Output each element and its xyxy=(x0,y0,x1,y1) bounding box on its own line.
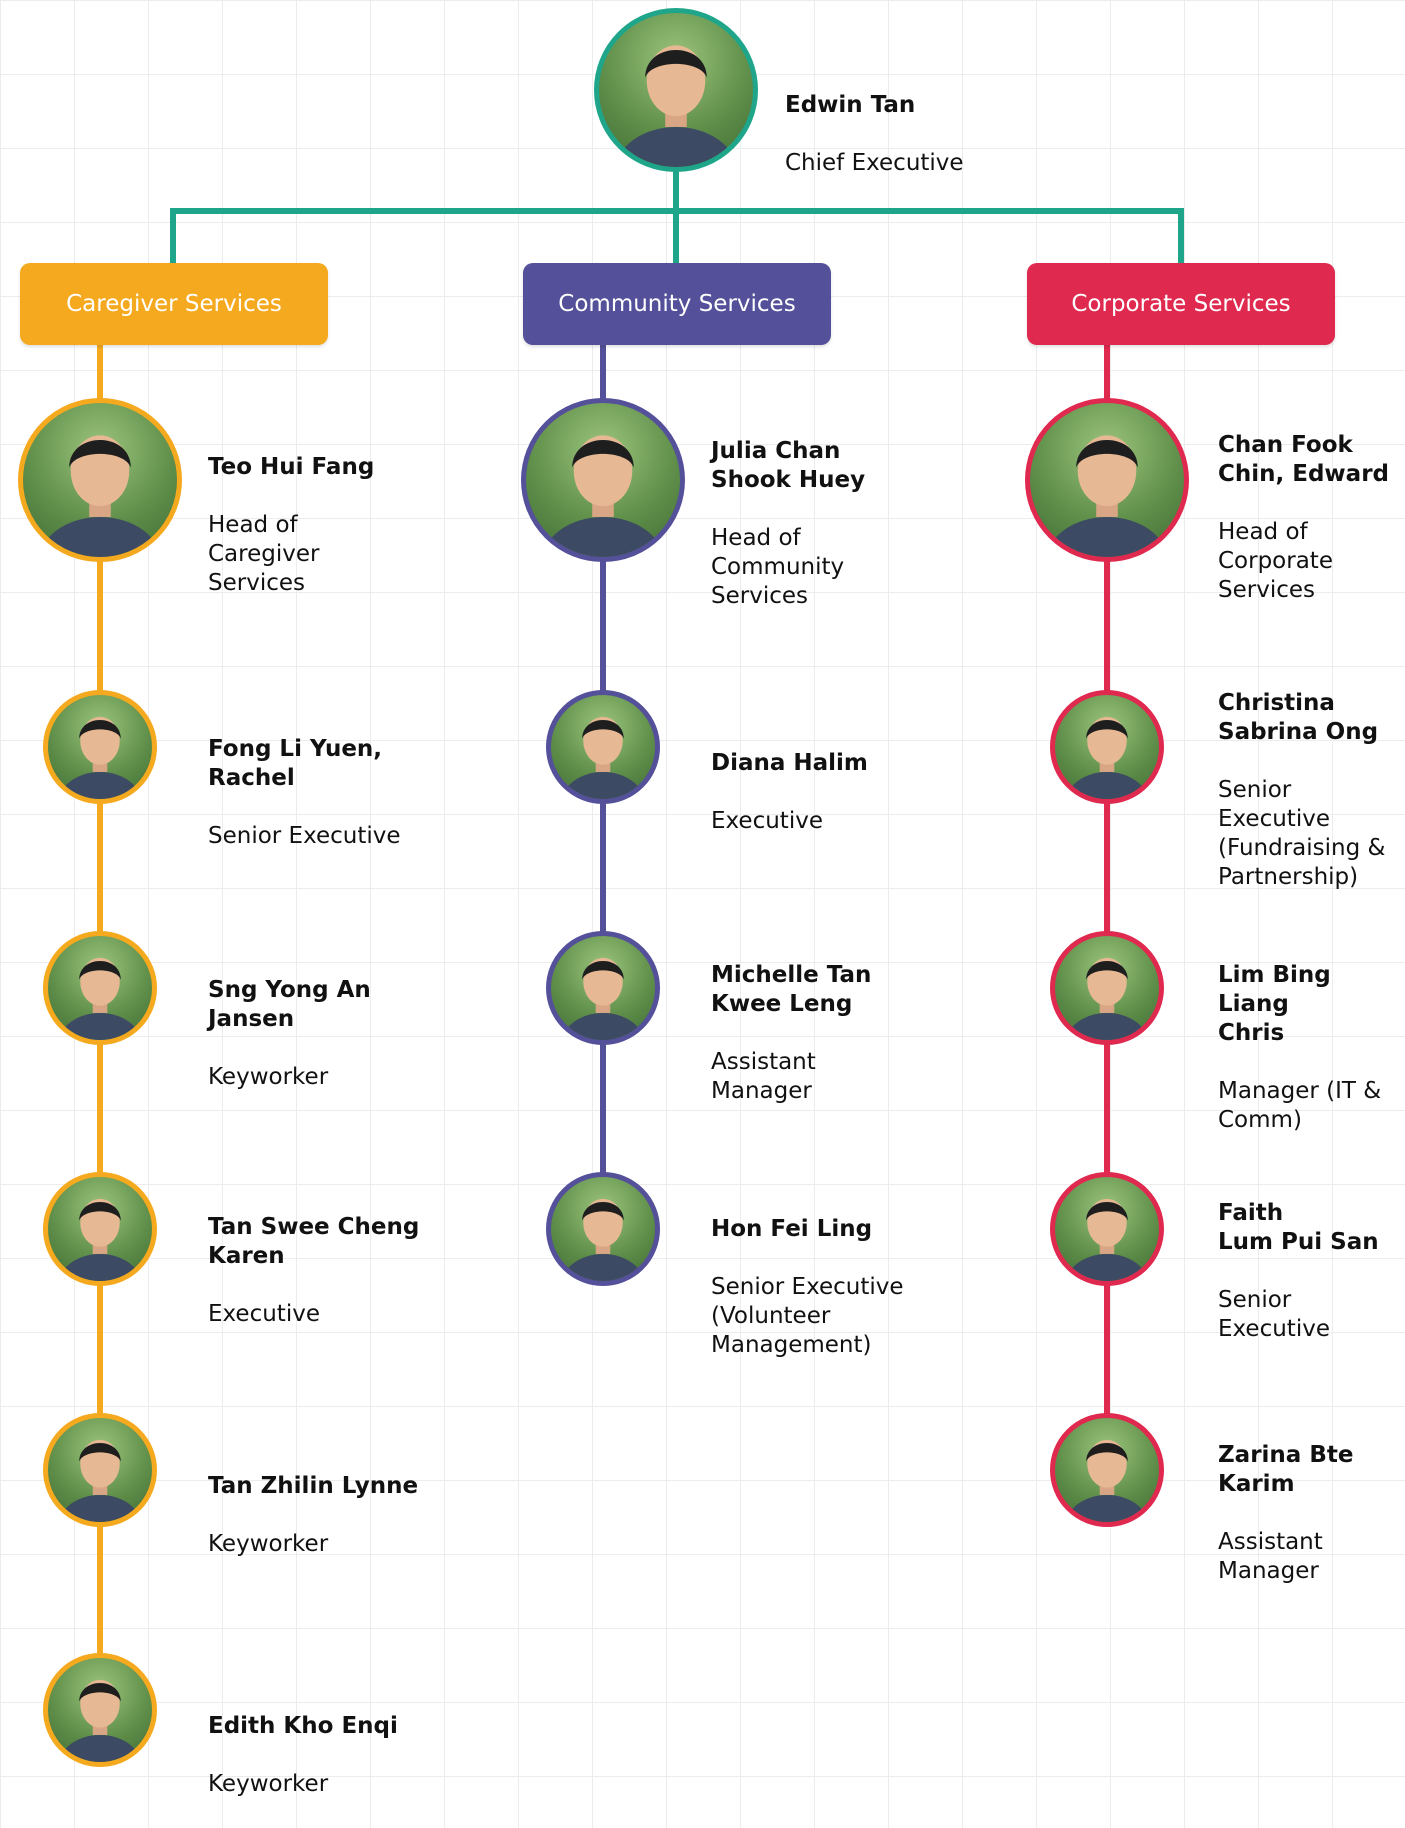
member-name: Tan Swee Cheng Karen xyxy=(208,1214,420,1269)
ceo-avatar xyxy=(594,8,758,172)
member-avatar xyxy=(546,931,660,1045)
member-name: Edith Kho Enqi xyxy=(208,1713,398,1739)
member-name: Zarina Bte Karim xyxy=(1218,1442,1354,1497)
member-avatar xyxy=(521,398,685,562)
member-name: Faith Lum Pui San xyxy=(1218,1200,1379,1255)
member-role: Senior Executive xyxy=(1218,1287,1330,1342)
member-info: Fong Li Yuen, Rachel Senior Executive xyxy=(208,706,401,880)
member-name: Teo Hui Fang xyxy=(208,454,375,480)
member-name: Sng Yong An Jansen xyxy=(208,977,371,1032)
member-info: Edith Kho Enqi Keyworker xyxy=(208,1683,398,1828)
member-role: Senior Executive xyxy=(208,823,401,849)
member-avatar xyxy=(546,1172,660,1286)
connector-to-community xyxy=(673,208,679,263)
member-info: Teo Hui Fang Head of Caregiver Services xyxy=(208,424,374,627)
member-role: Head of Caregiver Services xyxy=(208,512,320,596)
corporate-services-label: Corporate Services xyxy=(1071,291,1291,317)
member-role: Keyworker xyxy=(208,1064,329,1090)
member-avatar xyxy=(546,690,660,804)
member-avatar xyxy=(18,398,182,562)
member-name: Hon Fei Ling xyxy=(711,1216,873,1242)
member-info: Julia Chan Shook Huey Head of Community … xyxy=(711,408,865,640)
member-role: Keyworker xyxy=(208,1531,329,1557)
member-info: Diana Halim Executive xyxy=(711,720,868,865)
member-info: Christina Sabrina Ong Senior Executive (… xyxy=(1218,660,1385,921)
member-avatar xyxy=(1050,690,1164,804)
member-name: Christina Sabrina Ong xyxy=(1218,690,1379,745)
member-avatar xyxy=(1025,398,1189,562)
ceo-info: Edwin Tan Chief Executive xyxy=(785,62,964,207)
member-name: Fong Li Yuen, Rachel xyxy=(208,736,383,791)
community-services-label: Community Services xyxy=(558,291,796,317)
member-avatar xyxy=(43,1413,157,1527)
member-info: Faith Lum Pui San Senior Executive xyxy=(1218,1170,1379,1373)
member-info: Chan Fook Chin, Edward Head of Corporate… xyxy=(1218,402,1389,634)
member-avatar xyxy=(43,1653,157,1767)
community-services-box: Community Services xyxy=(523,263,831,345)
member-info: Sng Yong An Jansen Keyworker xyxy=(208,947,371,1121)
member-name: Chan Fook Chin, Edward xyxy=(1218,432,1390,487)
member-role: Manager (IT & Comm) xyxy=(1218,1078,1382,1133)
member-info: Tan Swee Cheng Karen Executive xyxy=(208,1184,419,1358)
member-avatar xyxy=(1050,931,1164,1045)
member-info: Hon Fei Ling Senior Executive (Volunteer… xyxy=(711,1186,904,1389)
connector-to-caregiver xyxy=(170,208,176,263)
member-role: Head of Corporate Services xyxy=(1218,519,1333,603)
member-role: Executive xyxy=(711,808,823,834)
member-info: Lim Bing Liang Chris Manager (IT & Comm) xyxy=(1218,932,1405,1164)
member-avatar xyxy=(1050,1413,1164,1527)
member-info: Zarina Bte Karim Assistant Manager xyxy=(1218,1412,1353,1615)
member-avatar xyxy=(1050,1172,1164,1286)
ceo-name: Edwin Tan xyxy=(785,92,916,118)
member-role: Assistant Manager xyxy=(711,1049,816,1104)
caregiver-spine xyxy=(97,340,103,1763)
member-avatar xyxy=(43,690,157,804)
member-name: Diana Halim xyxy=(711,750,868,776)
member-name: Tan Zhilin Lynne xyxy=(208,1473,419,1499)
member-role: Head of Community Services xyxy=(711,525,845,609)
member-role: Executive xyxy=(208,1301,320,1327)
member-role: Senior Executive (Volunteer Management) xyxy=(711,1274,904,1358)
caregiver-services-box: Caregiver Services xyxy=(20,263,328,345)
member-role: Keyworker xyxy=(208,1771,329,1797)
ceo-connector-vertical xyxy=(673,160,679,212)
member-info: Tan Zhilin Lynne Keyworker xyxy=(208,1443,418,1588)
member-info: Michelle Tan Kwee Leng Assistant Manager xyxy=(711,932,871,1135)
ceo-role: Chief Executive xyxy=(785,150,964,176)
member-name: Lim Bing Liang Chris xyxy=(1218,962,1331,1046)
connector-to-corporate xyxy=(1178,208,1184,263)
corporate-services-box: Corporate Services xyxy=(1027,263,1335,345)
member-name: Michelle Tan Kwee Leng xyxy=(711,962,872,1017)
member-name: Julia Chan Shook Huey xyxy=(711,438,866,493)
corporate-spine xyxy=(1104,340,1110,1470)
caregiver-services-label: Caregiver Services xyxy=(66,291,282,317)
member-avatar xyxy=(43,931,157,1045)
member-avatar xyxy=(43,1172,157,1286)
member-role: Assistant Manager xyxy=(1218,1529,1323,1584)
member-role: Senior Executive (Fundraising & Partners… xyxy=(1218,777,1386,890)
